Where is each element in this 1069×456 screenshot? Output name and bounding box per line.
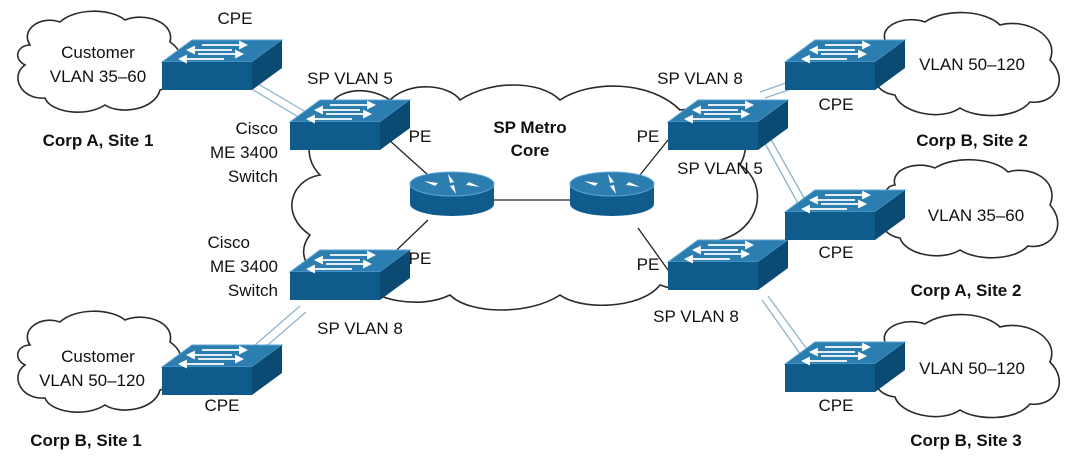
customer-vlan-label: VLAN 35–60 xyxy=(928,206,1024,225)
site-label: Corp B, Site 1 xyxy=(30,431,141,450)
cpe-label: CPE xyxy=(819,243,854,262)
cloud-corp-a-site1 xyxy=(16,10,184,113)
switch-model-line3: Switch xyxy=(228,167,278,186)
customer-vlan-label: VLAN 50–120 xyxy=(919,359,1025,378)
pe-label: PE xyxy=(409,249,432,268)
sp-vlan-label: SP VLAN 5 xyxy=(677,159,763,178)
customer-vlan-label: VLAN 35–60 xyxy=(50,67,146,86)
pe-label: PE xyxy=(637,127,660,146)
customer-label: Customer xyxy=(61,43,135,62)
cpe-switch-corp-a-site1 xyxy=(161,39,283,91)
site-label: Corp B, Site 3 xyxy=(910,431,1021,450)
switch-right-top xyxy=(667,99,789,151)
pe-router-right xyxy=(569,171,655,217)
site-label: Corp A, Site 2 xyxy=(911,281,1022,300)
switch-model-line3: Switch xyxy=(228,281,278,300)
sp-vlan-label: SP VLAN 8 xyxy=(653,307,739,326)
pe-label: PE xyxy=(409,127,432,146)
core-label-line1: SP Metro xyxy=(493,118,566,137)
site-label: Corp A, Site 1 xyxy=(43,131,154,150)
cpe-label: CPE xyxy=(205,396,240,415)
switch-model-line1: Cisco xyxy=(207,233,250,252)
site-label: Corp B, Site 2 xyxy=(916,131,1027,150)
customer-vlan-label: VLAN 50–120 xyxy=(39,371,145,390)
customer-vlan-label: VLAN 50–120 xyxy=(919,55,1025,74)
sp-vlan-label: SP VLAN 8 xyxy=(317,319,403,338)
cloud-corp-b-site1 xyxy=(16,310,184,413)
cpe-label: CPE xyxy=(218,9,253,28)
pe-router-left xyxy=(409,171,495,217)
switch-model-line2: ME 3400 xyxy=(210,257,278,276)
core-label-line2: Core xyxy=(511,141,550,160)
cpe-label: CPE xyxy=(819,396,854,415)
switch-model-line1: Cisco xyxy=(235,119,278,138)
pe-label: PE xyxy=(637,255,660,274)
cpe-label: CPE xyxy=(819,95,854,114)
sp-vlan-label: SP VLAN 8 xyxy=(657,69,743,88)
switch-model-line2: ME 3400 xyxy=(210,143,278,162)
sp-vlan-label: SP VLAN 5 xyxy=(307,69,393,88)
customer-label: Customer xyxy=(61,347,135,366)
